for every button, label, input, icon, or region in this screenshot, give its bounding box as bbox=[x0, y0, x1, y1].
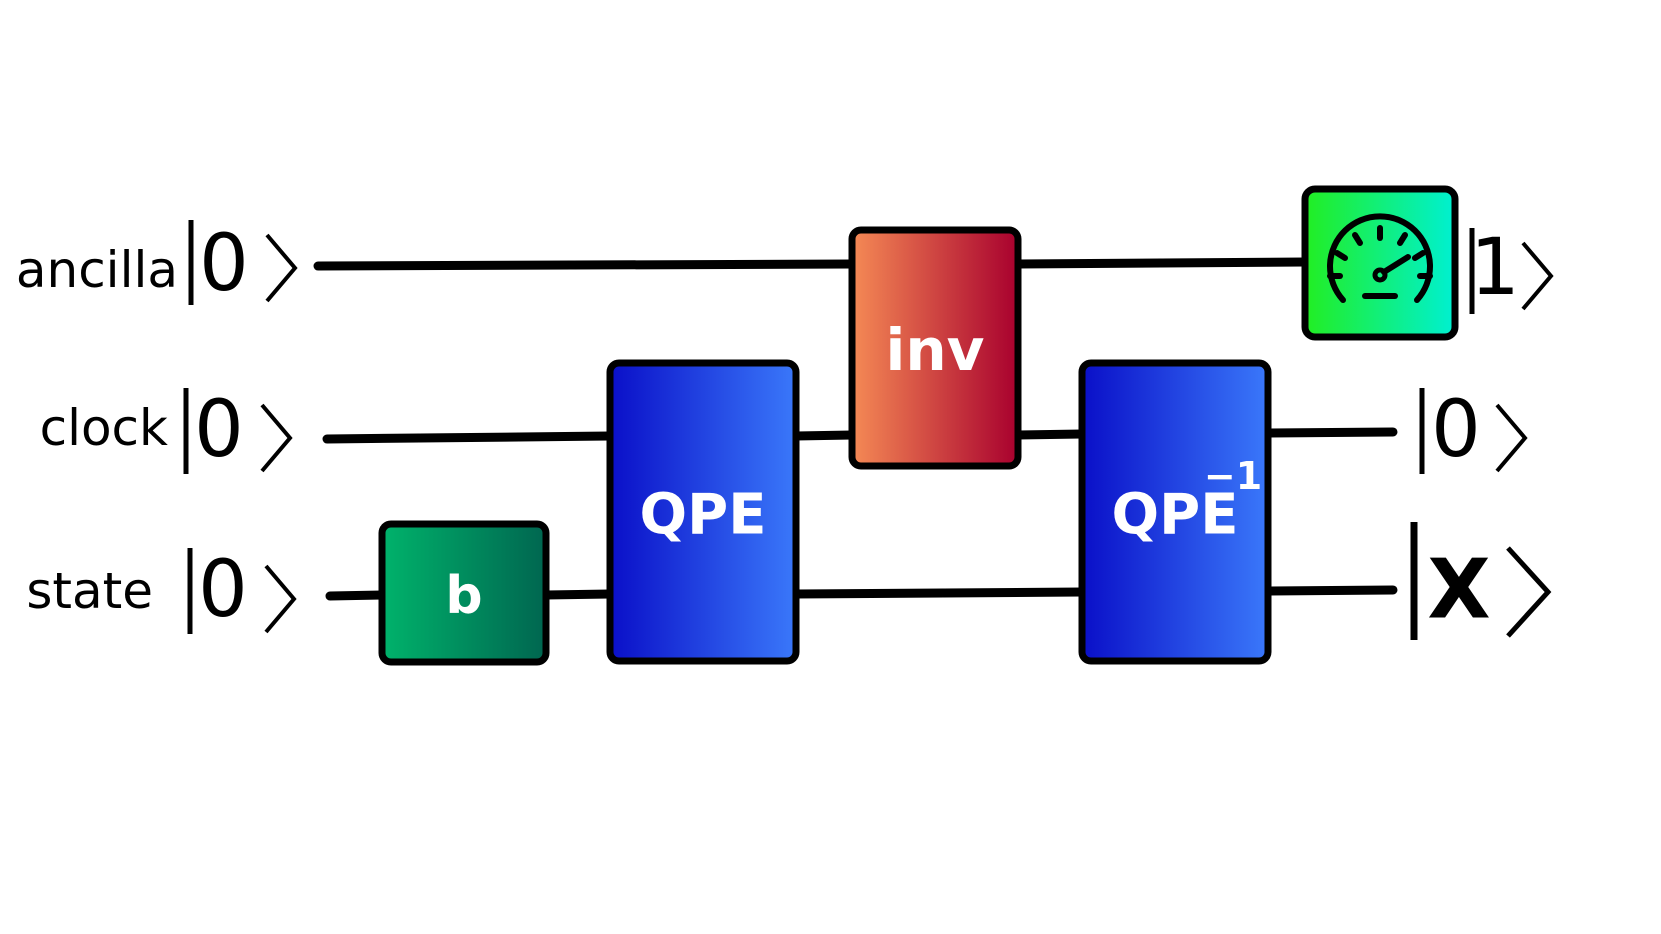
ancilla-wire-in bbox=[313, 259, 857, 271]
state-wire-in bbox=[325, 590, 387, 601]
gate-inv-label: inv bbox=[886, 316, 985, 384]
gate-inv: inv bbox=[848, 226, 1022, 470]
gate-qpe-box bbox=[606, 359, 800, 665]
gate-qpe-inverse-box bbox=[1078, 359, 1272, 665]
input-ket-ancilla: 0 bbox=[188, 219, 298, 309]
input-ket-clock: 0 bbox=[183, 385, 293, 475]
gate-qpe: QPE bbox=[606, 359, 800, 665]
output-ket-state-value: X bbox=[1427, 543, 1490, 638]
state-wire-out bbox=[1263, 585, 1398, 596]
output-ket-state: X bbox=[1410, 522, 1552, 640]
gate-inv-box bbox=[848, 226, 1022, 470]
clock-wire-out bbox=[1263, 427, 1398, 438]
gate-measure bbox=[1301, 185, 1459, 341]
register-label-state: state bbox=[26, 562, 153, 620]
clock-wire-mid1 bbox=[791, 430, 857, 441]
gate-b-label: b bbox=[445, 566, 482, 626]
ancilla-wire-mid bbox=[1013, 257, 1310, 269]
output-ket-ancilla: 1 bbox=[1469, 223, 1554, 314]
input-ket-ancilla-value: 0 bbox=[199, 219, 249, 309]
gate-b: b bbox=[378, 520, 550, 666]
gate-b-box bbox=[378, 520, 550, 666]
state-wire-mid1 bbox=[541, 589, 615, 600]
input-ket-state-value: 0 bbox=[198, 545, 248, 635]
input-ket-clock-value: 0 bbox=[194, 385, 244, 475]
gauge-meter-icon bbox=[1327, 213, 1433, 303]
output-ket-ancilla-value: 1 bbox=[1470, 223, 1520, 313]
input-ket-state: 0 bbox=[187, 545, 297, 635]
clock-wire-in bbox=[322, 431, 615, 444]
wires bbox=[313, 257, 1398, 601]
gate-qpe-inverse-label: QPE bbox=[1112, 483, 1239, 548]
register-label-clock: clock bbox=[40, 399, 168, 457]
register-label-ancilla: ancilla bbox=[16, 241, 178, 299]
gate-qpe-inverse-superscript: −1 bbox=[1204, 454, 1262, 498]
output-ket-clock: 0 bbox=[1419, 385, 1528, 475]
gate-qpe-label: QPE bbox=[640, 483, 767, 548]
output-ket-clock-value: 0 bbox=[1431, 385, 1481, 475]
state-wire-mid2 bbox=[791, 587, 1087, 599]
gate-qpe-inverse: QPE −1 bbox=[1078, 359, 1272, 665]
clock-wire-mid2 bbox=[1013, 429, 1087, 440]
register-labels: ancilla clock state bbox=[16, 241, 178, 620]
